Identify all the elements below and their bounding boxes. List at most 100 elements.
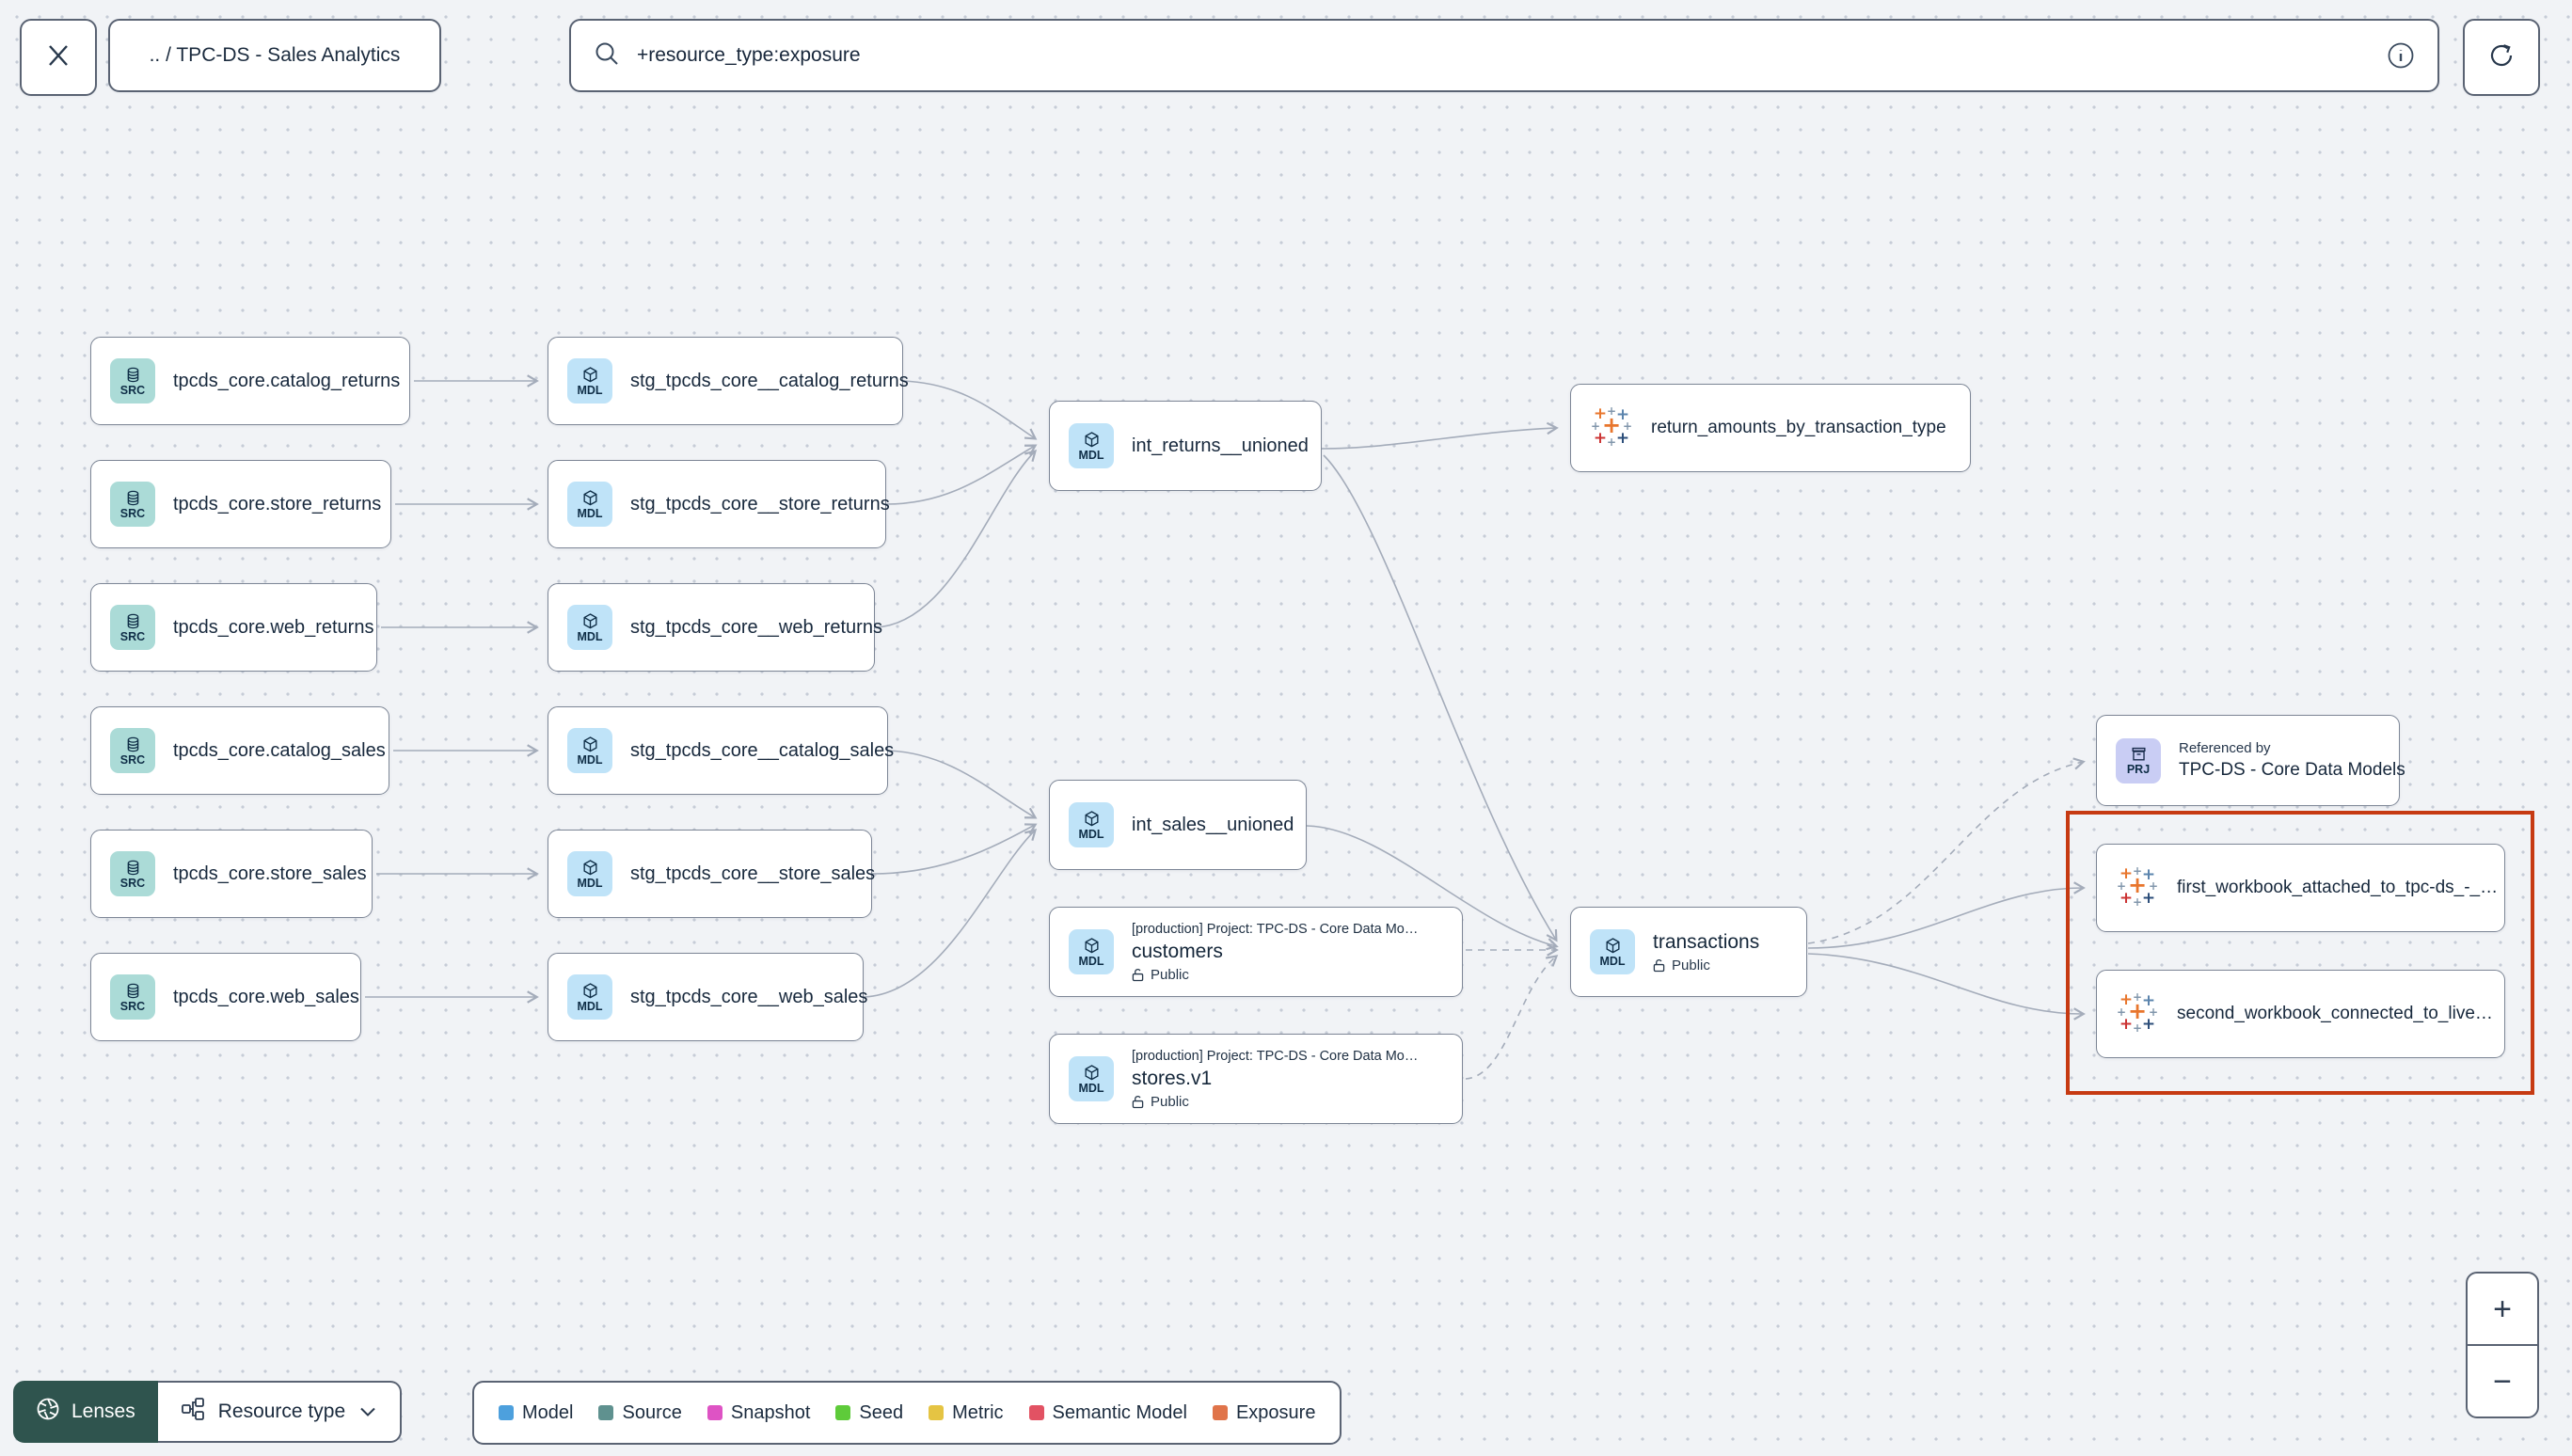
node-model-stg-catalog-sales[interactable]: MDL stg_tpcds_core__catalog_sales (548, 706, 894, 795)
svg-text:+: + (2133, 864, 2142, 878)
node-label: tpcds_core.store_sales (173, 863, 367, 884)
close-button[interactable] (20, 19, 97, 96)
node-label: return_amounts_by_transaction_type (1651, 418, 1946, 437)
node-label: transactions (1653, 930, 1760, 953)
node-model-stg-store-returns[interactable]: MDL stg_tpcds_core__store_returns (548, 460, 890, 548)
svg-text:+: + (2117, 879, 2126, 893)
svg-text:+: + (2149, 879, 2158, 893)
node-exposure-second-workbook[interactable]: + + + + + + + + + second_workbook_connec… (2096, 970, 2505, 1058)
svg-text:+: + (1607, 404, 1616, 418)
chevron-down-icon (358, 1401, 377, 1423)
node-label: stg_tpcds_core__catalog_sales (630, 739, 895, 761)
node-referenced-by-project[interactable]: PRJ Referenced by TPC-DS - Core Data Mod… (2096, 715, 2405, 806)
model-icon: MDL (567, 728, 612, 773)
node-label: tpcds_core.web_sales (173, 986, 359, 1007)
svg-text:+: + (2149, 1005, 2158, 1019)
unlock-icon (1132, 968, 1144, 981)
svg-text:+: + (2133, 1021, 2142, 1034)
legend-swatch (929, 1405, 945, 1420)
refresh-button[interactable] (2463, 19, 2540, 96)
search-bar[interactable] (569, 19, 2439, 92)
node-label: stg_tpcds_core__web_sales (630, 986, 868, 1007)
legend-swatch (1028, 1405, 1044, 1420)
node-model-int-sales-unioned[interactable]: MDL int_sales__unioned (1049, 780, 1307, 870)
source-icon: SRC (110, 358, 155, 404)
refresh-icon (2487, 41, 2516, 74)
zoom-in-button[interactable]: + (2468, 1274, 2537, 1344)
node-label: stg_tpcds_core__store_returns (630, 493, 890, 514)
node-label: int_returns__unioned (1132, 435, 1309, 456)
svg-text:+: + (2128, 872, 2147, 898)
node-source-store-sales[interactable]: SRC tpcds_core.store_sales (90, 830, 373, 918)
node-model-stores-v1[interactable]: MDL [production] Project: TPC-DS - Core … (1049, 1034, 1463, 1124)
info-icon[interactable] (2387, 41, 2415, 70)
svg-text:+: + (1616, 429, 1629, 448)
svg-text:+: + (2142, 1015, 2155, 1034)
search-input[interactable] (635, 43, 2372, 68)
legend-item-semantic-model: Semantic Model (1028, 1402, 1187, 1424)
model-icon: MDL (567, 358, 612, 404)
svg-text:+: + (1607, 435, 1616, 448)
tableau-icon: + + + + + + + + + (1590, 404, 1633, 452)
lenses-icon (36, 1397, 60, 1427)
svg-text:+: + (2142, 865, 2155, 884)
svg-text:+: + (1594, 429, 1607, 448)
svg-text:+: + (1616, 405, 1629, 424)
node-label: second_workbook_connected_to_live… (2177, 1004, 2493, 1023)
legend-item-seed: Seed (835, 1402, 903, 1424)
breadcrumb[interactable]: .. / TPC-DS - Sales Analytics (108, 19, 441, 92)
node-source-web-sales[interactable]: SRC tpcds_core.web_sales (90, 953, 361, 1041)
node-model-stg-catalog-returns[interactable]: MDL stg_tpcds_core__catalog_returns (548, 337, 909, 425)
node-label: tpcds_core.catalog_sales (173, 739, 386, 761)
node-model-customers[interactable]: MDL [production] Project: TPC-DS - Core … (1049, 907, 1463, 997)
legend-item-snapshot: Snapshot (707, 1402, 810, 1424)
lenses-button[interactable]: Lenses (13, 1381, 158, 1443)
model-icon: MDL (1069, 802, 1114, 847)
svg-text:+: + (2142, 991, 2155, 1010)
legend-item-metric: Metric (929, 1402, 1004, 1424)
node-model-int-returns-unioned[interactable]: MDL int_returns__unioned (1049, 401, 1322, 491)
zoom-controls: + − (2466, 1272, 2539, 1418)
source-icon: SRC (110, 974, 155, 1020)
project-label: [production] Project: TPC-DS - Core Data… (1132, 1048, 1419, 1064)
access-badge: Public (1132, 1094, 1418, 1110)
node-model-stg-store-sales[interactable]: MDL stg_tpcds_core__store_sales (548, 830, 875, 918)
legend-item-model: Model (499, 1402, 573, 1424)
model-icon: MDL (1590, 929, 1635, 974)
unlock-icon (1653, 958, 1665, 972)
legend-swatch (1212, 1405, 1228, 1420)
resource-type-dropdown[interactable]: Resource type (157, 1381, 403, 1443)
node-model-stg-web-returns[interactable]: MDL stg_tpcds_core__web_returns (548, 583, 882, 672)
model-icon: MDL (1069, 929, 1114, 974)
zoom-out-button[interactable]: − (2468, 1346, 2537, 1416)
svg-text:+: + (2128, 998, 2147, 1024)
node-source-catalog-returns[interactable]: SRC tpcds_core.catalog_returns (90, 337, 410, 425)
unlock-icon (1132, 1095, 1144, 1108)
svg-text:+: + (2142, 889, 2155, 908)
svg-text:+: + (2120, 889, 2133, 908)
node-source-web-returns[interactable]: SRC tpcds_core.web_returns (90, 583, 377, 672)
node-model-transactions[interactable]: MDL transactions Public (1570, 907, 1807, 997)
tableau-icon: + + + + + + + + + (2116, 990, 2159, 1038)
breadcrumb-label: .. / TPC-DS - Sales Analytics (149, 44, 401, 66)
node-label: customers (1132, 940, 1223, 962)
close-icon (46, 43, 71, 72)
model-icon: MDL (567, 974, 612, 1020)
legend-item-exposure: Exposure (1212, 1402, 1315, 1424)
node-model-stg-web-sales[interactable]: MDL stg_tpcds_core__web_sales (548, 953, 868, 1041)
model-icon: MDL (567, 605, 612, 650)
svg-text:+: + (1594, 404, 1607, 423)
legend-swatch (835, 1405, 851, 1420)
node-label: tpcds_core.web_returns (173, 616, 374, 638)
node-source-store-returns[interactable]: SRC tpcds_core.store_returns (90, 460, 391, 548)
source-icon: SRC (110, 482, 155, 527)
node-exposure-return-amounts[interactable]: + + + + + + + + + return_amounts_by_tran… (1570, 384, 1971, 472)
node-source-catalog-sales[interactable]: SRC tpcds_core.catalog_sales (90, 706, 389, 795)
node-exposure-first-workbook[interactable]: + + + + + + + + + first_workbook_attache… (2096, 844, 2505, 932)
node-label: int_sales__unioned (1132, 814, 1294, 835)
project-icon: PRJ (2116, 737, 2161, 783)
svg-text:+: + (2120, 864, 2133, 883)
legend-swatch (598, 1405, 614, 1420)
node-label: stg_tpcds_core__catalog_returns (630, 370, 909, 391)
